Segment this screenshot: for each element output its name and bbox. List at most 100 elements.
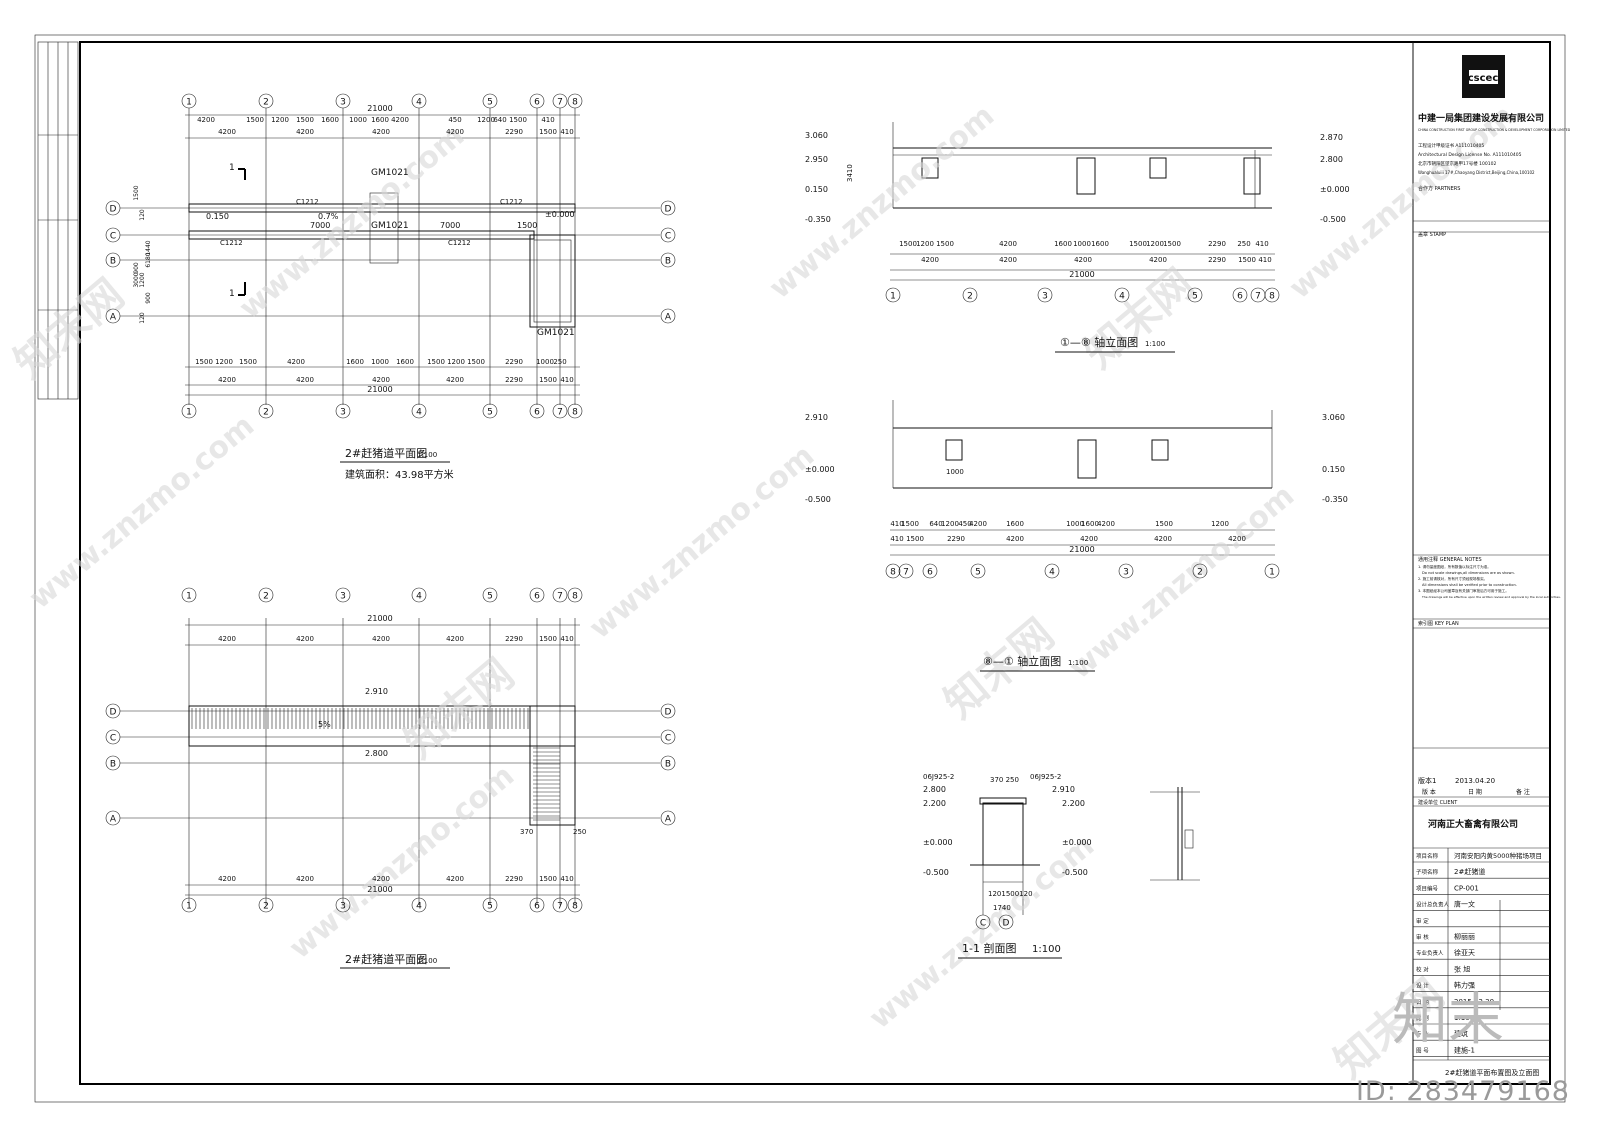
tb-row-label-2: 项目编号	[1416, 884, 1439, 892]
e2-col-6-circle	[922, 563, 938, 579]
e2-span-3: 4200	[1006, 535, 1024, 543]
svg-text:www.znzmo.com: www.znzmo.com	[583, 438, 821, 646]
e2-level-l2: ±0.000	[805, 465, 835, 474]
row-dim-4: 1200	[139, 272, 146, 287]
sub-bottom-12: 250	[553, 358, 566, 366]
tb-row-value-9: 2015.12.30	[1454, 998, 1494, 1006]
span-dim-2-3: 4200	[446, 635, 464, 643]
sub-top-2: 1200	[271, 116, 289, 124]
tb-row-value-10: 1:100	[1454, 1014, 1474, 1022]
watermark-brand: 知末	[1392, 988, 1504, 1053]
e2-sub-6: 1600	[1006, 520, 1024, 528]
rev-date: 2013.04.20	[1455, 777, 1495, 785]
grid-col-8-3-circle	[567, 897, 583, 913]
e1-h3410: 3410	[846, 164, 854, 182]
license-en: Architectural Design License No. A111010…	[1418, 152, 1522, 158]
grid-col-3-1-circle	[335, 403, 351, 419]
sub-bottom-0: 1500	[195, 358, 213, 366]
grid-col-8-0: 8	[572, 98, 578, 108]
e1-col-8-circle	[1264, 287, 1280, 303]
e1-span-3: 4200	[1149, 256, 1167, 264]
span-dim-1-1: 4200	[296, 376, 314, 384]
grid-col-4-3: 4	[416, 902, 422, 912]
plan1-title: 2#赶猪道平面图	[345, 446, 427, 460]
grid-col-7-2-circle	[552, 587, 568, 603]
tb-row-value-7: 张 旭	[1454, 964, 1470, 973]
span-dim-0-3: 4200	[446, 128, 464, 136]
tb-row-value-6: 徐亚天	[1454, 948, 1475, 957]
plan-2-roof	[120, 618, 660, 905]
span-dim-1-4: 2290	[505, 376, 523, 384]
tb-row-label-4: 审 定	[1416, 917, 1429, 925]
section-ref-1: 06J925-2	[923, 773, 954, 781]
e2-col-5-circle	[970, 563, 986, 579]
sub-top-6: 1600	[371, 116, 389, 124]
e1-span-6: 410	[1258, 256, 1271, 264]
e2-col-2-circle	[1192, 563, 1208, 579]
svg-text:cscec: cscec	[1468, 73, 1499, 84]
e1-sub-2: 1500	[936, 240, 954, 248]
e1-sub-8: 1200	[1146, 240, 1164, 248]
elev2-scale: 1:100	[1068, 659, 1088, 667]
tb-row-label-8: 设 计	[1416, 982, 1429, 990]
e1-sub-1: 1200	[916, 240, 934, 248]
sub-top-10: 640	[493, 116, 506, 124]
e1-col-8: 8	[1269, 292, 1275, 302]
grid-col-2-2-circle	[258, 587, 274, 603]
e2-span-6: 4200	[1228, 535, 1246, 543]
grid-col-2-0: 2	[263, 98, 269, 108]
section-ref-2: 06J925-2	[1030, 773, 1061, 781]
grid-col-1-2-circle	[181, 587, 197, 603]
span-dim-3-3: 4200	[446, 875, 464, 883]
elevation-2	[890, 400, 1275, 556]
sub-bottom-7: 1500	[427, 358, 445, 366]
span-dim-1-2: 4200	[372, 376, 390, 384]
note-2: Do not scale drawings,all dimensions are…	[1422, 571, 1515, 575]
e1-span-2: 4200	[1074, 256, 1092, 264]
grid-col-7-3: 7	[557, 902, 563, 912]
tb-row-value-11: 建筑	[1454, 1029, 1468, 1038]
span-dim-3-0: 4200	[218, 875, 236, 883]
e2-total: 21000	[1069, 545, 1094, 554]
grid-col-8-3: 8	[572, 902, 578, 912]
e1-col-1-circle	[885, 287, 901, 303]
grid-col-5-1: 5	[487, 408, 493, 418]
note-3: 2. 施工前请核对，所有尺寸须经现场核实。	[1418, 576, 1487, 581]
drawing-name: 2#赶猪道平面布置图及立面图	[1445, 1068, 1539, 1077]
e1-level-r4: -0.500	[1320, 215, 1346, 224]
grid-col-4-0-circle	[411, 93, 427, 109]
section-w1740: 1740	[993, 904, 1011, 912]
address-en: Wanghualuiii 17#,Chaoyang District,Beiji…	[1418, 170, 1535, 175]
grid-col-6-2: 6	[534, 592, 540, 602]
e2-col-7: 7	[903, 568, 909, 578]
grid-col-1-3-circle	[181, 897, 197, 913]
section-col-C-circle	[975, 914, 991, 930]
section-level-l4: -0.500	[923, 868, 949, 877]
plan2-total-top: 21000	[367, 614, 392, 623]
level-000: ±0.000	[545, 210, 575, 219]
e2-col-3: 3	[1123, 568, 1129, 578]
e2-level-l1: 2.910	[805, 413, 828, 422]
tb-row-value-5: 柳丽丽	[1454, 932, 1475, 941]
left-strip	[37, 41, 79, 400]
e1-level-l2: 2.950	[805, 155, 828, 164]
tb-row-value-0: 河南安阳内黄5000种猪场项目	[1454, 851, 1542, 860]
e1-col-1: 1	[890, 292, 896, 302]
grid-col-1-2: 1	[186, 592, 192, 602]
span-dim-2-6: 410	[560, 635, 573, 643]
span-dim-0-1: 4200	[296, 128, 314, 136]
span-dim-0-0: 4200	[218, 128, 236, 136]
grid-row-l-A-0-circle	[105, 308, 121, 324]
e2-span-1: 1500	[906, 535, 924, 543]
svg-text:www.znzmo.com: www.znzmo.com	[233, 118, 471, 326]
grid-col-5-2-circle	[482, 587, 498, 603]
section-mark-1: 1	[229, 163, 235, 173]
grid-row-r-C-0-circle	[660, 227, 676, 243]
window-tag-1: C1212	[296, 198, 319, 206]
svg-text:知末网: 知末网	[5, 269, 133, 388]
elev1-title: ①—⑧ 轴立面图	[1060, 335, 1138, 349]
e1-sub-10: 2290	[1208, 240, 1226, 248]
e2-sub-1: 1500	[901, 520, 919, 528]
grid-row-r-C-1-circle	[660, 729, 676, 745]
